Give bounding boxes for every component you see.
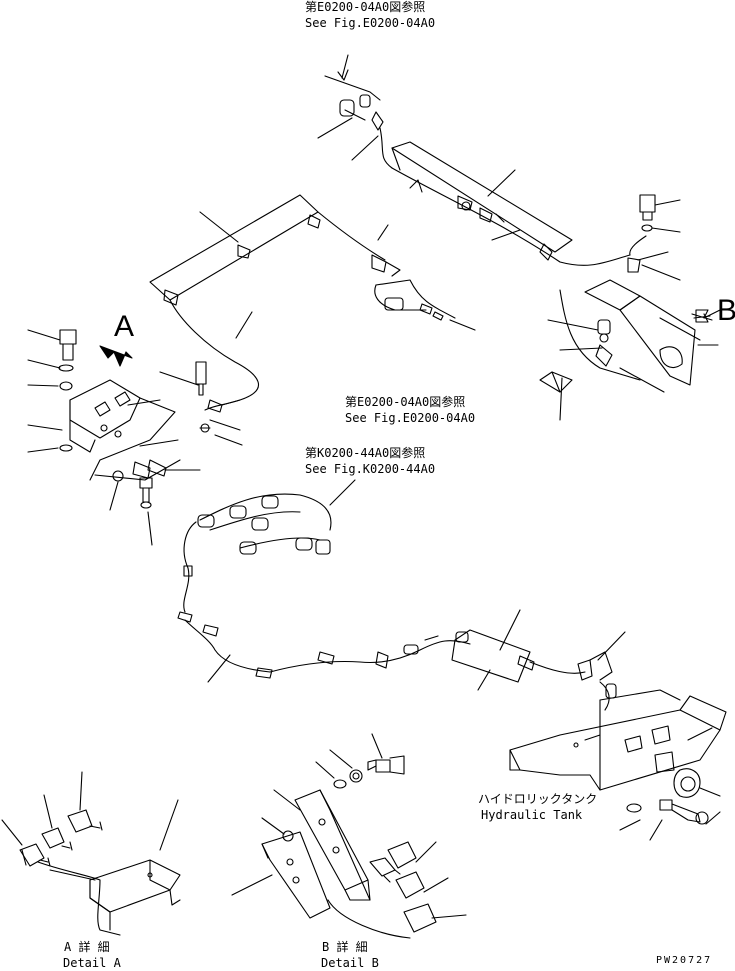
lower-harness — [177, 479, 626, 711]
view-marker-b: B — [717, 294, 735, 327]
detail-b-drawing — [231, 733, 467, 939]
ref-k-jp: 第K0200-44A0図参照 — [305, 446, 426, 460]
detail-b-en: Detail B — [321, 956, 379, 970]
ref-top-jp: 第E0200-04A0図参照 — [305, 0, 426, 14]
detail-b-jp: B 詳 細 — [322, 940, 368, 954]
ref-mid-jp: 第E0200-04A0図参照 — [345, 395, 466, 409]
ref-k-en: See Fig.K0200-44A0 — [305, 462, 436, 476]
bracket-b-assembly — [539, 194, 721, 421]
hydraulic-tank-mount — [509, 689, 727, 841]
view-marker-a: A — [114, 310, 135, 343]
middle-harness — [149, 194, 476, 446]
detail-a-jp: A 詳 細 — [64, 940, 110, 954]
upper-harness — [317, 54, 681, 281]
hydraulic-tank-en: Hydraulic Tank — [481, 808, 583, 822]
drawing-code: PW20727 — [656, 955, 713, 966]
detail-a-drawing — [1, 771, 181, 936]
hydraulic-tank-jp: ハイドロリックタンク — [478, 792, 598, 806]
ref-top-en: See Fig.E0200-04A0 — [305, 16, 436, 30]
bracket-a-assembly — [27, 329, 201, 546]
ref-mid-en: See Fig.E0200-04A0 — [345, 411, 476, 425]
detail-a-en: Detail A — [63, 956, 121, 970]
